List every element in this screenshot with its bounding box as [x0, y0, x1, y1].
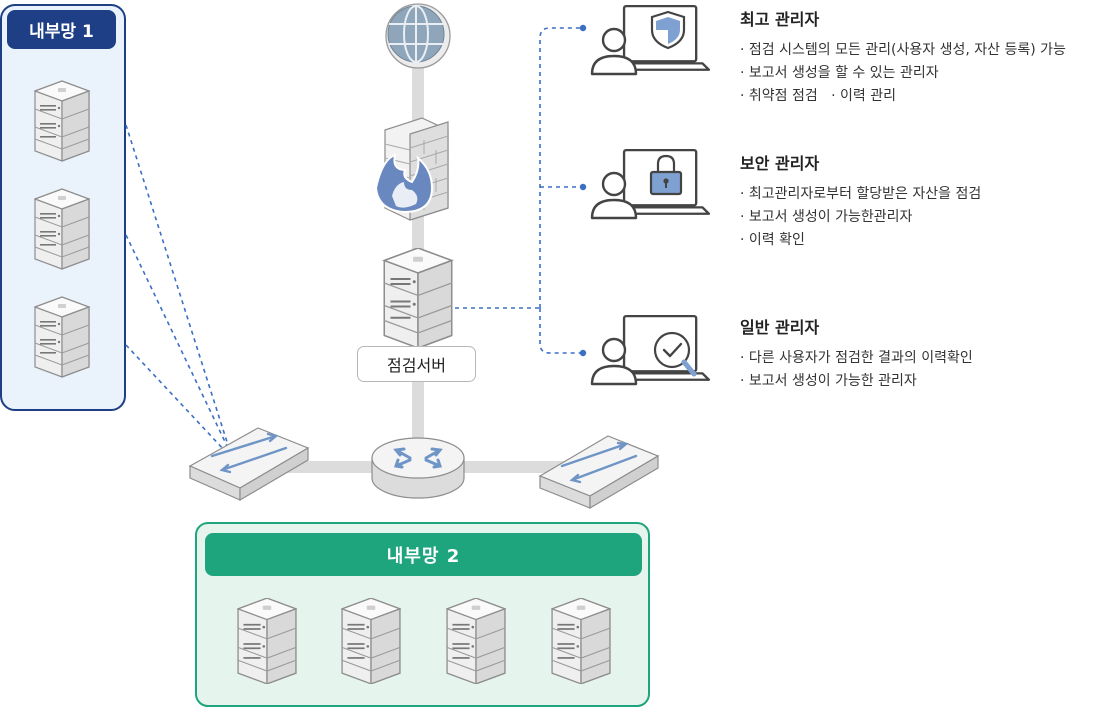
role-item: 다른 사용자가 점검한 결과의 이력확인	[740, 347, 973, 370]
role-item: 이력 확인	[740, 229, 981, 252]
globe-icon	[385, 3, 451, 69]
network2-server-1	[237, 598, 297, 684]
shield-icon	[650, 10, 686, 50]
role-security-admin: 보안 관리자 최고관리자로부터 할당받은 자산을 점검 보고서 생성이 가능한관…	[740, 150, 981, 252]
admin-links	[455, 27, 582, 354]
network2-server-3	[446, 598, 506, 684]
network1-server-1	[34, 80, 90, 162]
network1-server-3	[34, 296, 90, 378]
role-item: 보고서 생성을 할 수 있는 관리자	[740, 62, 1066, 85]
role-item: 최고관리자로부터 할당받은 자산을 점검	[740, 183, 981, 206]
lock-icon	[649, 154, 683, 196]
right-switch-icon	[538, 435, 660, 510]
network2-server-4	[551, 598, 611, 684]
router-icon	[371, 437, 465, 499]
general-admin-figure	[590, 314, 711, 386]
role-title: 일반 관리자	[740, 318, 820, 337]
security-admin-figure	[590, 148, 711, 220]
network2-title: 내부망 2	[205, 533, 642, 576]
network2-server-2	[341, 598, 401, 684]
network1-server-2	[34, 188, 90, 270]
role-item: 점검 시스템의 모든 관리(사용자 생성, 자산 등록) 가능	[740, 39, 1066, 62]
firewall-icon	[374, 117, 449, 221]
network1-title: 내부망 1	[7, 10, 116, 49]
magnifier-check-icon	[653, 331, 697, 377]
role-general-admin: 일반 관리자 다른 사용자가 점검한 결과의 이력확인 보고서 생성이 가능한 …	[740, 314, 973, 393]
role-title: 최고 관리자	[740, 10, 820, 29]
role-item: 보고서 생성이 가능한관리자	[740, 206, 981, 229]
left-switch-icon	[188, 427, 310, 502]
role-item: 취약점 점검 · 이력 관리	[740, 85, 1066, 108]
check-server-label: 점검서버	[357, 346, 476, 382]
role-title: 보안 관리자	[740, 154, 820, 173]
check-server-icon	[383, 248, 453, 348]
role-top-admin: 최고 관리자 점검 시스템의 모든 관리(사용자 생성, 자산 등록) 가능 보…	[740, 6, 1066, 108]
role-item: 보고서 생성이 가능한 관리자	[740, 370, 973, 393]
top-admin-figure	[590, 4, 711, 76]
network1-links	[125, 124, 229, 453]
